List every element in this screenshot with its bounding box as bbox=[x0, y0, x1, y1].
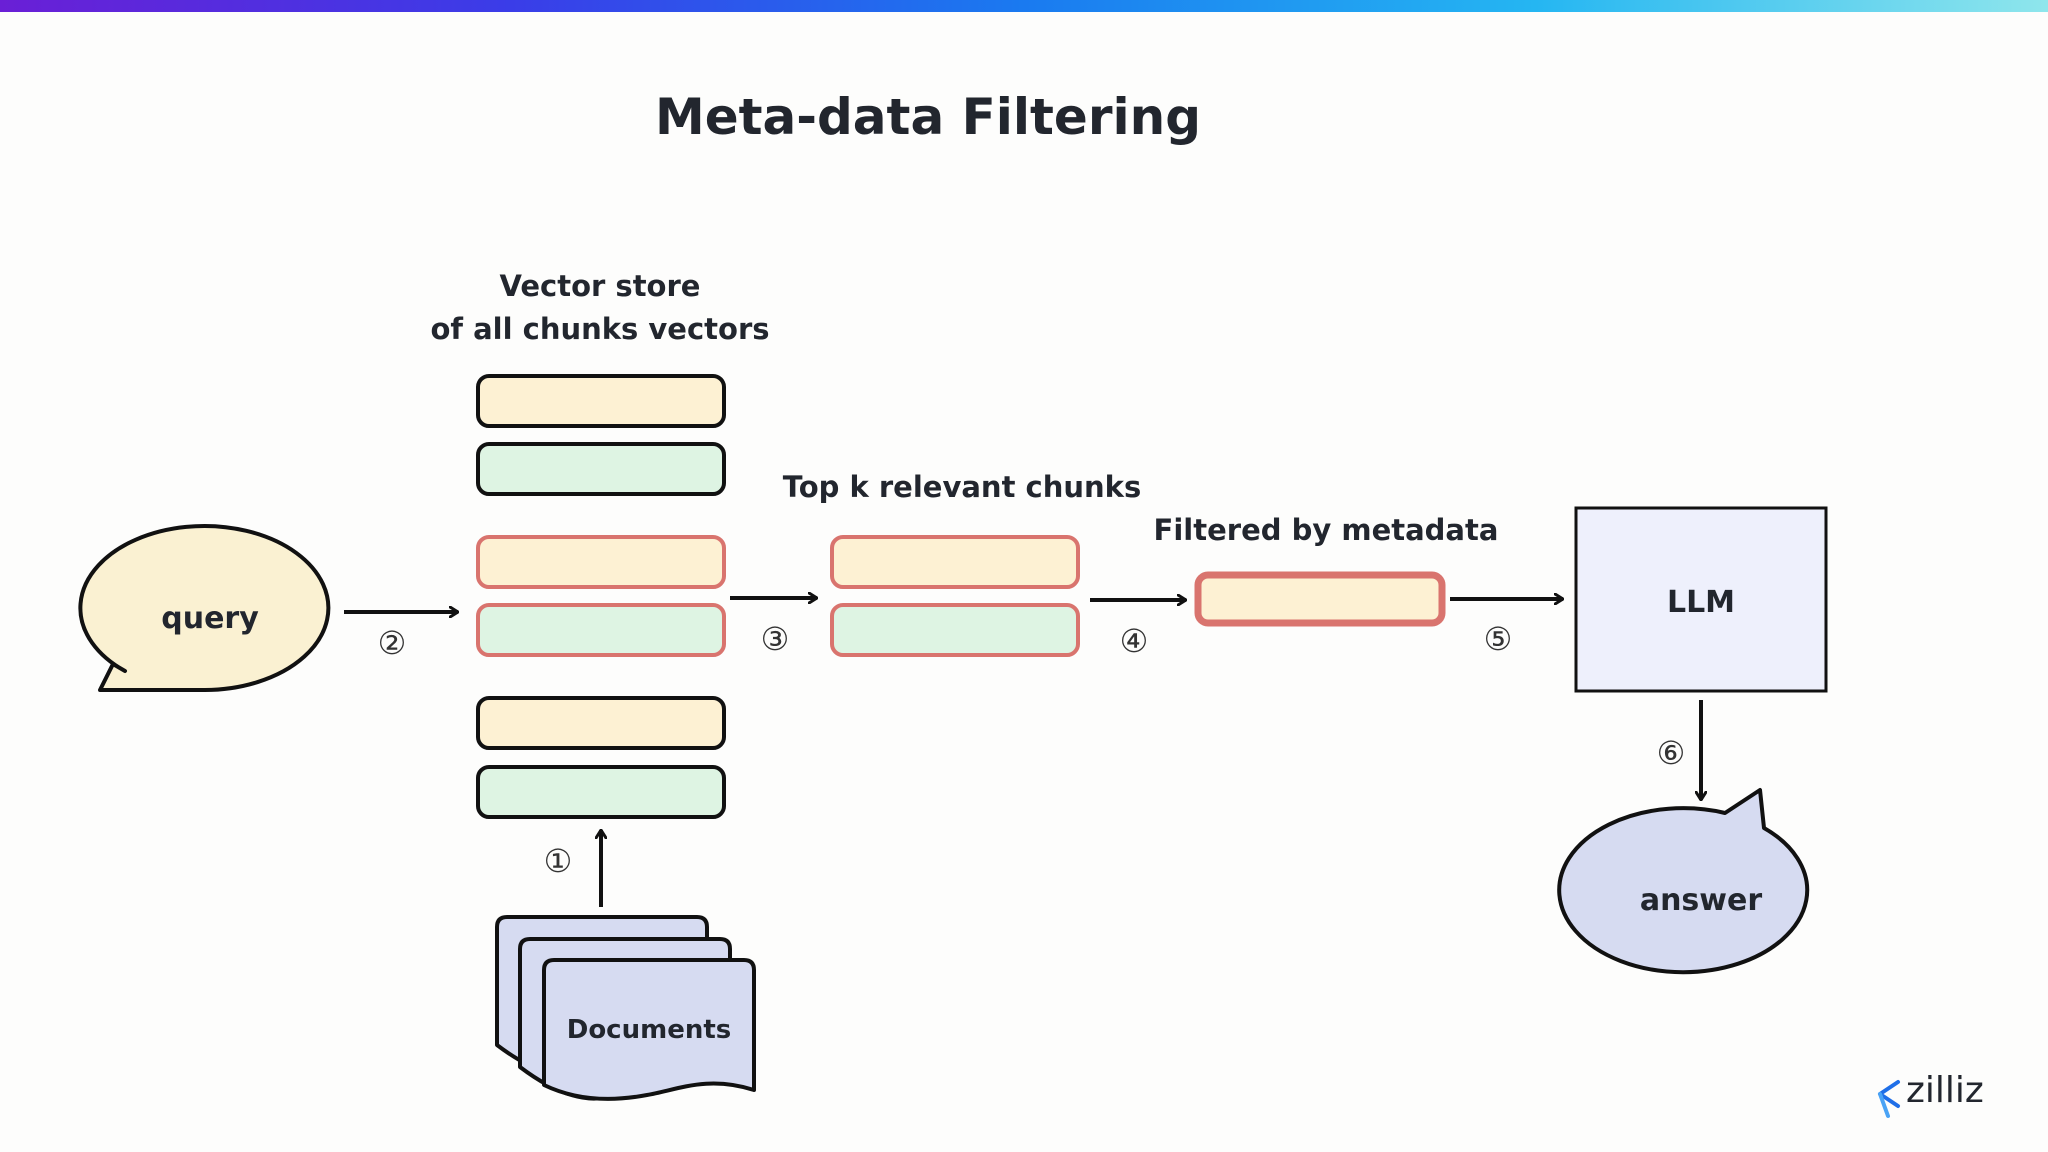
top-k-chunks bbox=[830, 535, 1080, 657]
step-4-marker: ④ bbox=[1120, 622, 1149, 660]
llm-label: LLM bbox=[1667, 585, 1735, 620]
step-2-marker: ② bbox=[378, 624, 407, 662]
documents-label: Documents bbox=[567, 1015, 732, 1045]
page-title: Meta-data Filtering bbox=[654, 88, 1202, 146]
topk-chunk-green bbox=[830, 603, 1080, 657]
document-sheet-front bbox=[542, 958, 756, 1101]
zilliz-logo-icon bbox=[1878, 1080, 1900, 1118]
chunk-yellow-relevant bbox=[476, 535, 726, 589]
step-6-marker: ⑥ bbox=[1657, 734, 1686, 772]
answer-label: answer bbox=[1640, 883, 1763, 918]
filtered-label: Filtered by metadata bbox=[1154, 513, 1499, 547]
zilliz-logo-text: zilliz bbox=[1906, 1070, 1984, 1111]
step-3-marker: ③ bbox=[761, 620, 790, 658]
vector-store bbox=[476, 374, 726, 819]
step-1-marker: ① bbox=[544, 842, 573, 880]
chunk-green-2 bbox=[476, 765, 726, 819]
top-k-label: Top k relevant chunks bbox=[783, 470, 1141, 504]
answer-bubble: answer bbox=[1557, 788, 1810, 975]
chunk-green-relevant bbox=[476, 603, 726, 657]
step-5-marker: ⑤ bbox=[1484, 620, 1513, 658]
vector-store-label-line2: of all chunks vectors bbox=[430, 312, 769, 346]
chunk-yellow-1 bbox=[476, 374, 726, 428]
vector-store-label-line1: Vector store bbox=[500, 269, 701, 303]
documents-stack: Documents bbox=[495, 915, 756, 1101]
query-bubble: query bbox=[78, 524, 331, 692]
filtered-chunk bbox=[1194, 571, 1446, 627]
topk-chunk-yellow bbox=[830, 535, 1080, 589]
chunk-yellow-2 bbox=[476, 696, 726, 750]
query-label: query bbox=[161, 601, 259, 636]
chunk-green-1 bbox=[476, 442, 726, 496]
top-gradient-bar bbox=[0, 0, 2048, 12]
llm-box: LLM bbox=[1574, 506, 1828, 693]
